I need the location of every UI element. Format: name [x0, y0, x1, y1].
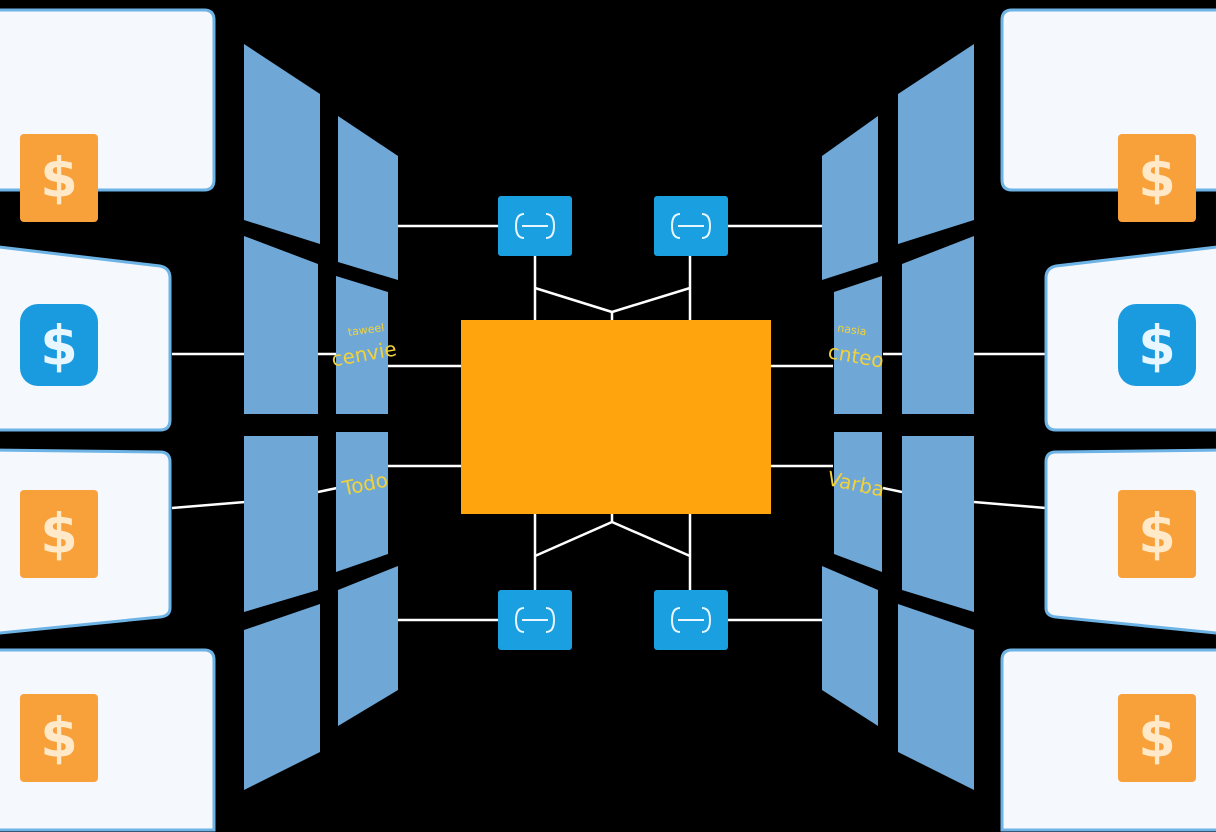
- dollar-icon: [1118, 134, 1196, 222]
- dollar-glyph: $: [40, 707, 78, 770]
- dollar-glyph: $: [40, 503, 78, 566]
- connector-line: [534, 286, 613, 314]
- panel: [834, 276, 882, 414]
- panel: [244, 236, 318, 414]
- card: $: [0, 8, 216, 222]
- dollar-glyph: $: [1138, 315, 1176, 378]
- connector-line: [882, 486, 903, 494]
- connector-lines: [171, 224, 1047, 622]
- dollar-icon: [20, 490, 98, 578]
- panel: [338, 566, 398, 726]
- connector-line: [611, 286, 691, 314]
- panel-label: taweel: [347, 321, 385, 339]
- right-inner-panels: [822, 116, 882, 726]
- connector-line: [611, 520, 691, 558]
- connector-icon: [498, 196, 572, 256]
- panel: [822, 566, 878, 726]
- card: $: [0, 245, 172, 432]
- panel: [902, 436, 974, 612]
- left-outer-panels: [244, 44, 320, 790]
- core-block: [461, 320, 771, 514]
- connector-line: [534, 520, 613, 558]
- connector-line: [973, 500, 1047, 510]
- right-outer-panels: [898, 44, 974, 790]
- dollar-glyph: $: [40, 315, 78, 378]
- dollar-icon: [1118, 694, 1196, 782]
- card: $: [1044, 448, 1216, 635]
- card: $: [1044, 245, 1216, 432]
- dollar-icon: [1118, 304, 1196, 386]
- panel-label: nasia: [837, 322, 868, 339]
- panel: [338, 116, 398, 280]
- connector-icon: [654, 590, 728, 650]
- dollar-icon: [20, 694, 98, 782]
- panel: [822, 116, 878, 280]
- panel: [834, 432, 882, 572]
- panel: [244, 44, 320, 244]
- dollar-icon: [20, 134, 98, 222]
- right-cards: $ $ $ $: [1000, 8, 1216, 832]
- dollar-glyph: $: [1138, 147, 1176, 210]
- connector-icon: [498, 590, 572, 650]
- card: $: [1000, 8, 1216, 222]
- dollar-glyph: $: [1138, 503, 1176, 566]
- card: $: [0, 648, 216, 832]
- connector-line: [171, 500, 246, 510]
- panel: [336, 432, 388, 572]
- connector-nodes: [498, 196, 728, 650]
- card: $: [1000, 648, 1216, 832]
- connector-line: [317, 486, 338, 494]
- dollar-icon: [1118, 490, 1196, 578]
- connector-icon: [654, 196, 728, 256]
- panel: [898, 604, 974, 790]
- dollar-icon: [20, 304, 98, 386]
- left-cards: $ $ $ $: [0, 8, 216, 832]
- card: $: [0, 448, 172, 635]
- dollar-glyph: $: [40, 147, 78, 210]
- left-inner-panels: [336, 116, 398, 726]
- panel: [244, 436, 318, 612]
- panel: [898, 44, 974, 244]
- panel: [244, 604, 320, 790]
- panel: [336, 276, 388, 414]
- dollar-glyph: $: [1138, 707, 1176, 770]
- panel: [902, 236, 974, 414]
